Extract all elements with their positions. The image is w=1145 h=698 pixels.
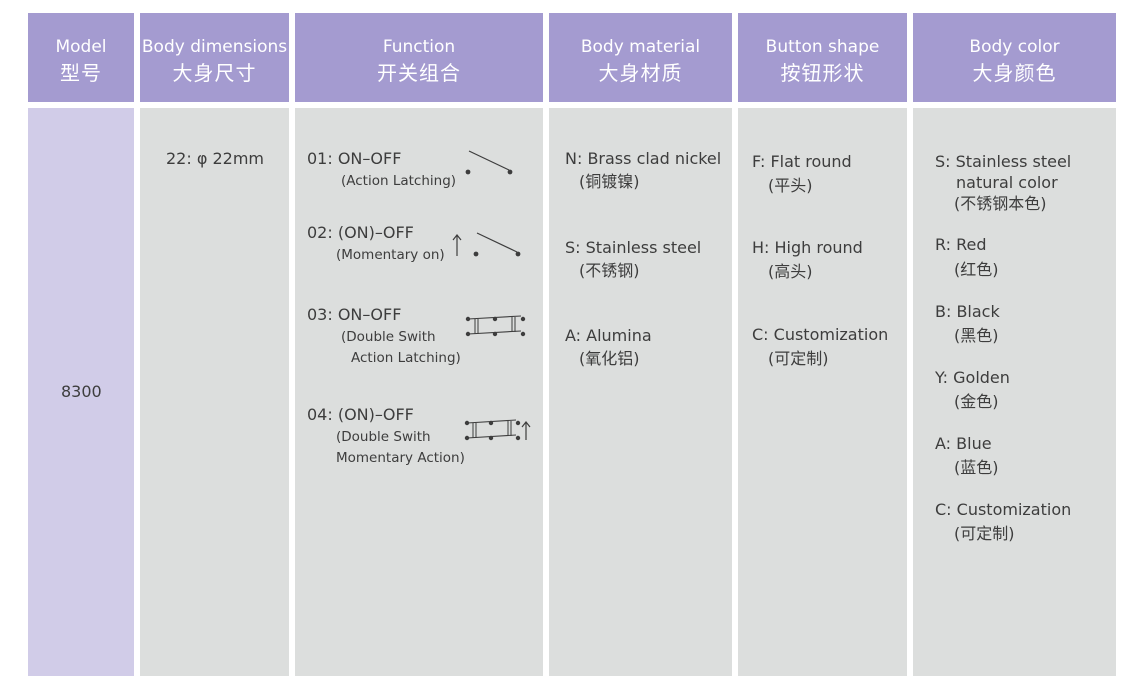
model-value: 8300 <box>61 382 102 401</box>
single-switch-icon <box>471 230 523 258</box>
function-03-code: 03: ON–OFF <box>307 305 402 324</box>
color-s-label: S: Stainless steel <box>935 152 1072 171</box>
header-material-en: Body material <box>580 37 701 57</box>
function-03-desc-1: (Double Swith <box>341 329 436 345</box>
shape-f-zh: (平头) <box>768 176 813 195</box>
color-a-zh: (蓝色) <box>954 458 999 477</box>
color-s-zh: (不锈钢本色) <box>954 194 1047 213</box>
color-b-label: B: Black <box>935 302 1000 321</box>
function-02-desc: (Momentary on) <box>336 247 445 263</box>
header-function-zh: 开关组合 <box>377 61 461 85</box>
color-y-zh: (金色) <box>954 392 999 411</box>
shape-c-label: C: Customization <box>752 325 889 344</box>
header-shape-en: Button shape <box>765 37 880 57</box>
header-material-zh: 大身材质 <box>598 61 683 85</box>
momentary-arrow-icon <box>451 232 463 258</box>
material-a-zh: (氧化铝) <box>579 349 640 368</box>
header-model-zh: 型号 <box>60 61 102 85</box>
material-column: N: Brass clad nickel (铜镀镍) S: Stainless … <box>549 108 732 676</box>
color-c-zh: (可定制) <box>954 524 1015 543</box>
function-03-desc-2: Action Latching) <box>351 350 461 366</box>
color-a-label: A: Blue <box>935 434 992 453</box>
header-model: Model 型号 <box>28 13 134 102</box>
function-02-code: 02: (ON)–OFF <box>307 223 414 242</box>
header-dimensions-zh: 大身尺寸 <box>172 61 257 85</box>
material-s-zh: (不锈钢) <box>579 261 640 280</box>
material-n-label: N: Brass clad nickel <box>565 149 722 168</box>
color-s-label-2: natural color <box>956 173 1058 192</box>
color-y-label: Y: Golden <box>935 368 1010 387</box>
header-dimensions: Body dimensions 大身尺寸 <box>140 13 289 102</box>
shape-h-zh: (高头) <box>768 262 813 281</box>
dimensions-value: 22: φ 22mm <box>166 149 265 168</box>
header-material: Body material 大身材质 <box>549 13 732 102</box>
color-c-label: C: Customization <box>935 500 1072 519</box>
shape-h-label: H: High round <box>752 238 863 257</box>
dimensions-column: 22: φ 22mm <box>140 108 289 676</box>
header-shape: Button shape 按钮形状 <box>738 13 907 102</box>
header-shape-zh: 按钮形状 <box>780 61 865 85</box>
color-b-zh: (黑色) <box>954 326 999 345</box>
header-function: Function 开关组合 <box>295 13 543 102</box>
material-a-label: A: Alumina <box>565 326 652 345</box>
header-function-en: Function <box>382 37 456 57</box>
model-column: 8300 <box>28 108 134 676</box>
function-01-desc: (Action Latching) <box>341 173 457 189</box>
header-color: Body color 大身颜色 <box>913 13 1116 102</box>
shape-c-zh: (可定制) <box>768 349 829 368</box>
double-switch-icon <box>464 419 528 443</box>
header-color-en: Body color <box>969 37 1060 57</box>
color-column: S: Stainless steel natural color (不锈钢本色)… <box>913 108 1116 676</box>
header-model-en: Model <box>55 37 107 57</box>
function-04-code: 04: (ON)–OFF <box>307 405 414 424</box>
material-s-label: S: Stainless steel <box>565 238 702 257</box>
function-01-code: 01: ON–OFF <box>307 149 402 168</box>
momentary-arrow-icon <box>521 420 531 442</box>
header-dimensions-en: Body dimensions <box>141 37 288 57</box>
function-column: 01: ON–OFF (Action Latching) 02: (ON)–OF… <box>295 108 543 676</box>
material-n-zh: (铜镀镍) <box>579 172 640 191</box>
header-color-zh: 大身颜色 <box>972 61 1057 85</box>
color-r-zh: (红色) <box>954 260 999 279</box>
function-04-desc-1: (Double Swith <box>336 429 431 445</box>
single-switch-icon <box>463 148 515 176</box>
shape-column: F: Flat round (平头) H: High round (高头) C:… <box>738 108 907 676</box>
shape-f-label: F: Flat round <box>752 152 852 171</box>
function-04-desc-2: Momentary Action) <box>336 450 465 466</box>
double-switch-icon <box>465 315 529 339</box>
color-r-label: R: Red <box>935 235 987 254</box>
